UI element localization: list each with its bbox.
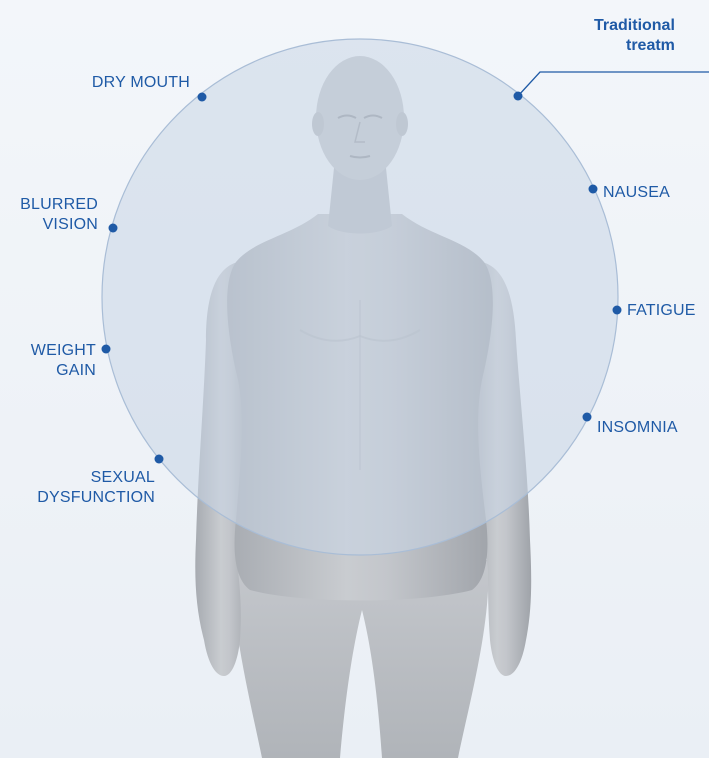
label-blurred-line1: BLURRED [0, 195, 98, 215]
label-weight-line2: GAIN [0, 361, 96, 381]
label-dry-mouth-text: DRY MOUTH [92, 74, 190, 91]
label-fatigue-text: FATIGUE [627, 302, 696, 319]
label-weight-line1: WEIGHT [0, 341, 96, 361]
dot-fatigue [613, 306, 622, 315]
label-blurred-line2: VISION [0, 215, 98, 235]
label-sexual-dysfunction: SEXUAL DYSFUNCTION [0, 468, 155, 508]
dot-dry-mouth [198, 93, 207, 102]
dot-heading [514, 92, 523, 101]
dot-sexual-dysfunction [155, 455, 164, 464]
label-insomnia: INSOMNIA [597, 418, 678, 438]
label-sexual-line1: SEXUAL [0, 468, 155, 488]
heading-line-2: treatm [560, 36, 709, 56]
label-nausea-text: NAUSEA [603, 184, 670, 201]
heading-leader-line [518, 72, 709, 96]
label-fatigue: FATIGUE [627, 301, 696, 321]
label-insomnia-text: INSOMNIA [597, 419, 678, 436]
label-blurred-vision: BLURRED VISION [0, 195, 98, 235]
side-effect-circle [102, 39, 618, 555]
dot-weight-gain [102, 345, 111, 354]
dot-nausea [589, 185, 598, 194]
label-sexual-line2: DYSFUNCTION [0, 488, 155, 508]
label-weight-gain: WEIGHT GAIN [0, 341, 96, 381]
dot-insomnia [583, 413, 592, 422]
label-nausea: NAUSEA [603, 183, 670, 203]
label-dry-mouth: DRY MOUTH [40, 73, 190, 93]
heading-line-1: Traditional [560, 16, 709, 36]
treatment-heading: Traditional treatm [560, 16, 709, 56]
dot-blurred-vision [109, 224, 118, 233]
